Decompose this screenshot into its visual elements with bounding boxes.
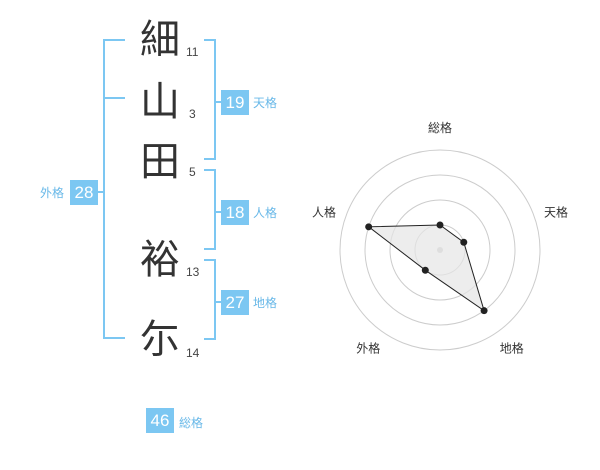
gaikaku-label: 外格 xyxy=(40,186,65,200)
jinkaku-bracket xyxy=(204,169,216,250)
radar-point-3 xyxy=(480,307,488,315)
tenkaku-bracket xyxy=(204,39,216,160)
stroke-count-1: 11 xyxy=(186,45,199,59)
radar-series xyxy=(365,221,488,315)
chikaku-label: 地格 xyxy=(253,296,278,310)
soukaku-label: 総格 xyxy=(179,416,204,430)
name-char-1: 細 xyxy=(140,17,180,63)
tenkaku-label: 天格 xyxy=(253,96,278,110)
stroke-count-5: 14 xyxy=(186,346,200,360)
stroke-count-4: 13 xyxy=(186,265,200,279)
soukaku-score-badge: 46 xyxy=(146,408,174,433)
radar-ring-4 xyxy=(339,149,541,351)
radar-point-4 xyxy=(421,266,429,274)
jinkaku-bracket-connector xyxy=(214,211,221,213)
gaikaku-bracket xyxy=(103,39,125,339)
chikaku-score-badge: 27 xyxy=(221,290,249,315)
radar-point-2 xyxy=(460,238,468,246)
radar-axis-label-3: 地格 xyxy=(500,341,524,356)
radar-axis-label-2: 天格 xyxy=(544,204,568,219)
radar-point-5 xyxy=(365,223,373,231)
stroke-count-3: 5 xyxy=(189,165,196,179)
radar-axis-label-5: 人格 xyxy=(312,204,336,219)
gaikaku-bracket-mid-tick xyxy=(103,97,125,99)
tenkaku-score-badge: 19 xyxy=(221,90,249,115)
name-char-5: 尓 xyxy=(140,317,180,363)
stroke-count-2: 3 xyxy=(189,107,196,121)
jinkaku-score-badge: 18 xyxy=(221,200,249,225)
radar-point-1 xyxy=(436,221,444,229)
radar-ring-3 xyxy=(364,174,516,326)
chikaku-bracket-connector xyxy=(214,301,221,303)
name-char-2: 山 xyxy=(140,79,180,125)
name-char-3: 田 xyxy=(140,139,180,185)
jinkaku-label: 人格 xyxy=(253,206,278,220)
gaikaku-bracket-connector xyxy=(97,191,105,193)
radar-axis-label-4: 外格 xyxy=(356,341,380,356)
name-char-4: 裕 xyxy=(140,237,180,283)
chikaku-bracket xyxy=(204,259,216,340)
gaikaku-score-badge: 28 xyxy=(70,180,98,205)
radar-ring-2 xyxy=(389,199,491,301)
radar-axis-label-1: 総格 xyxy=(428,120,452,135)
tenkaku-bracket-connector xyxy=(214,101,221,103)
